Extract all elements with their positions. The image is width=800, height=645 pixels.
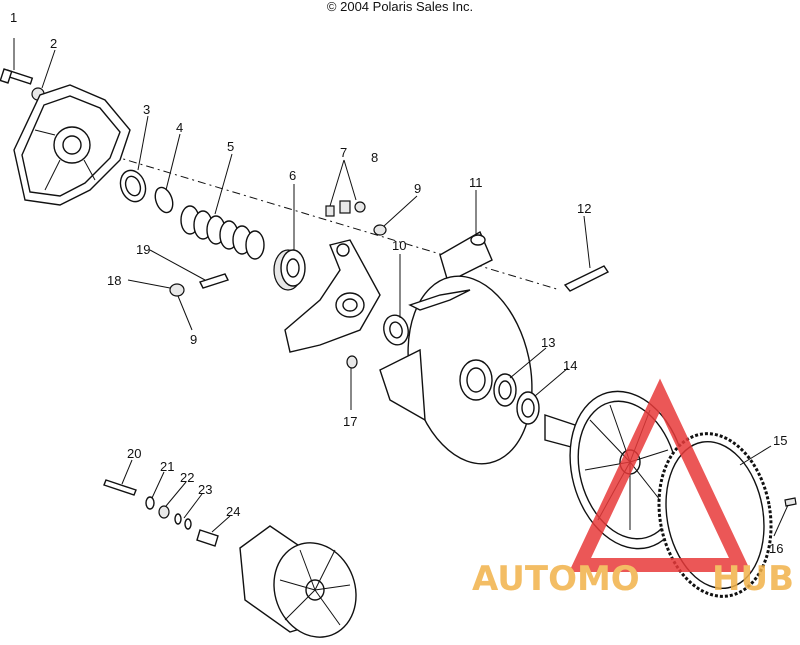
callout-15: 15 [773, 433, 787, 448]
part-cover-plate [13, 84, 131, 206]
watermark-triangle-icon [568, 378, 752, 572]
callout-18: 18 [107, 273, 121, 288]
part-spider-arm [284, 239, 381, 353]
watermark-logo: AUTOMO HUB [472, 378, 794, 599]
center-axis [59, 139, 561, 291]
part-8b [354, 201, 366, 213]
callout-3: 3 [143, 102, 150, 117]
part-driven-clutch [239, 525, 357, 638]
part-22 [158, 505, 170, 519]
part-23a [174, 513, 182, 525]
callout-19: 19 [136, 242, 150, 257]
callout-22: 22 [180, 470, 194, 485]
callout-13: 13 [541, 335, 555, 350]
callout-21: 21 [160, 459, 174, 474]
part-snap-ring-4 [154, 186, 174, 214]
callout-leaders [13, 38, 789, 537]
callout-5: 5 [227, 139, 234, 154]
part-9-top [373, 224, 387, 236]
part-bolt-1 [0, 68, 34, 85]
callout-23: 23 [198, 482, 212, 497]
part-23b [184, 518, 192, 530]
callout-10: 10 [392, 238, 406, 253]
part-movable-sheave [379, 275, 533, 465]
part-bolt-16 [784, 497, 797, 507]
callout-14: 14 [563, 358, 577, 373]
callout-20: 20 [127, 446, 141, 461]
callout-4: 4 [176, 120, 183, 135]
part-17 [346, 355, 358, 369]
part-roller-6 [273, 249, 306, 291]
callout-24: 24 [226, 504, 240, 519]
callout-1: 1 [10, 10, 17, 25]
part-19 [199, 273, 229, 289]
watermark-text-right: HUB [712, 559, 794, 599]
part-pin-12 [563, 265, 610, 292]
part-18 [169, 283, 185, 297]
part-24 [196, 529, 219, 547]
part-8 [339, 200, 351, 214]
callout-2: 2 [50, 36, 57, 51]
callout-17: 17 [343, 414, 357, 429]
callout-8: 8 [371, 150, 378, 165]
callout-12: 12 [577, 201, 591, 216]
copyright-text: © 2004 Polaris Sales Inc. [326, 0, 474, 14]
part-20 [103, 479, 137, 496]
callout-11: 11 [469, 175, 483, 190]
callout-7: 7 [340, 145, 347, 160]
part-7 [325, 205, 335, 217]
part-spring-5 [180, 205, 265, 260]
watermark-text-left: AUTOMO [472, 559, 640, 599]
callout-16: 16 [769, 541, 783, 556]
callout-labels: 1 2 3 4 5 6 7 8 9 10 11 12 13 14 15 16 1… [10, 10, 787, 556]
part-21 [145, 496, 155, 510]
callout-9-top: 9 [414, 181, 421, 196]
callout-9-bottom: 9 [190, 332, 197, 347]
callout-6: 6 [289, 168, 296, 183]
